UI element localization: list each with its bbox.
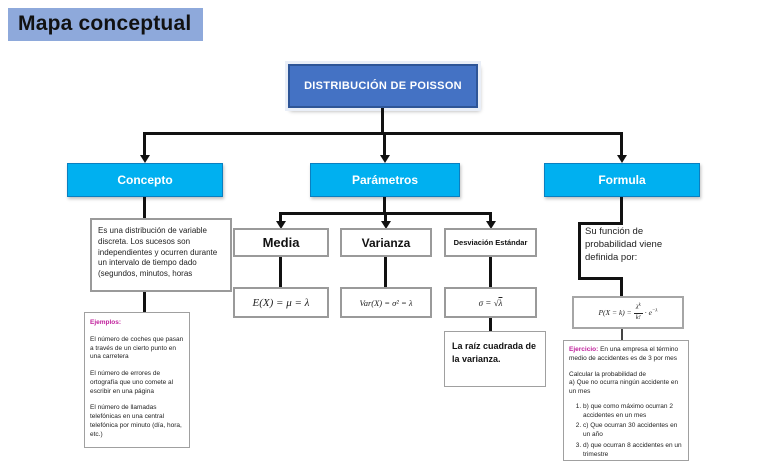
- connector-formula-stem: [620, 197, 623, 224]
- arrowhead-parametros: [380, 155, 390, 163]
- ejercicio-box: Ejercicio: En una empresa el término med…: [563, 340, 689, 461]
- formula-media-box: E(X) = μ = λ: [233, 287, 329, 318]
- node-media-label: Media: [262, 235, 300, 250]
- pmf-numerator: λk: [633, 303, 643, 315]
- node-media: Media: [233, 228, 329, 257]
- formula-media-text: E(X) = μ = λ: [252, 296, 310, 309]
- arrowhead-formula: [617, 155, 627, 163]
- node-formula: Formula: [544, 163, 700, 197]
- connector-bracket-top: [578, 222, 623, 225]
- connector-bracket-bottom: [578, 277, 623, 280]
- raiz-note-text: La raíz cuadrada de la varianza.: [452, 341, 537, 364]
- connector-parametros-stem: [383, 197, 386, 214]
- raiz-note-box: La raíz cuadrada de la varianza.: [444, 331, 546, 387]
- connector-to-concepto: [143, 132, 146, 156]
- formula-varianza-box: Var(X) = σ² = λ: [340, 287, 432, 318]
- ejercicio-intro: Ejercicio: En una empresa el término med…: [569, 346, 683, 364]
- formula-intro-text: Su función de probabilidad viene definid…: [585, 226, 663, 263]
- connector-intro-pmf: [620, 277, 623, 296]
- formula-desviacion-arg: λ: [498, 297, 503, 308]
- node-formula-label: Formula: [598, 173, 646, 187]
- ejemplo-item-3: El número de llamadas telefónicas en una…: [90, 404, 182, 438]
- pmf-fraction: λk k!: [633, 303, 643, 322]
- ejercicio-item-2: c) Que ocurran 30 accidentes en un año: [583, 422, 683, 440]
- ejercicio-item-3: d) que ocurran 8 accidentes en un trimes…: [583, 442, 683, 460]
- concepto-description-text: Es una distribución de variable discreta…: [98, 226, 218, 279]
- connector-concepto-description: [143, 197, 146, 218]
- connector-bracket-left: [578, 222, 581, 280]
- node-parametros: Parámetros: [310, 163, 460, 197]
- connector-pmf-ejercicio: [621, 329, 623, 340]
- connector-root-stem: [381, 108, 384, 134]
- formula-desviacion-box: σ = √λ: [444, 287, 537, 318]
- node-varianza-label: Varianza: [361, 235, 411, 250]
- root-node-distribucion-poisson: DISTRIBUCIÓN DE POISSON: [288, 64, 478, 108]
- connector-to-media: [279, 212, 282, 223]
- pmf-lhs: P(X = k) =: [598, 308, 632, 317]
- ejercicio-title: Ejercicio:: [569, 346, 599, 353]
- connector-to-formula: [620, 132, 623, 156]
- page-title: Mapa conceptual: [8, 8, 204, 41]
- connector-desviacion-formula: [489, 257, 492, 287]
- node-varianza: Varianza: [340, 228, 432, 257]
- connector-to-varianza: [384, 212, 387, 223]
- ejercicio-intro-text: En una empresa el término medio de accid…: [569, 346, 679, 362]
- arrowhead-concepto: [140, 155, 150, 163]
- node-concepto: Concepto: [67, 163, 223, 197]
- arrowhead-varianza: [381, 221, 391, 229]
- connector-to-desviacion: [489, 212, 492, 223]
- arrowhead-desviacion: [486, 221, 496, 229]
- connector-to-parametros: [383, 132, 386, 156]
- ejemplos-title: Ejemplos:: [90, 319, 122, 326]
- connector-description-ejemplos: [143, 292, 146, 312]
- connector-varianza-formula: [384, 257, 387, 287]
- root-node-label: DISTRIBUCIÓN DE POISSON: [304, 80, 462, 92]
- ejemplo-item-1: El número de coches que pasan a través d…: [90, 335, 184, 361]
- pmf-denominator: k!: [635, 314, 641, 322]
- node-parametros-label: Parámetros: [351, 173, 419, 187]
- pmf-exponential: e−λ: [648, 308, 658, 317]
- connector-media-formula: [279, 257, 282, 287]
- node-desviacion-estandar: Desviación Estándar: [444, 228, 537, 257]
- ejemplo-item-2: El número de errores de ortografía que u…: [90, 370, 174, 395]
- ejercicio-item-1: b) que como máximo ocurran 2 accidentes …: [583, 403, 683, 421]
- ejemplos-box: Ejemplos: El número de coches que pasan …: [84, 312, 190, 448]
- node-concepto-label: Concepto: [117, 173, 173, 187]
- formula-varianza-text: Var(X) = σ² = λ: [359, 297, 413, 308]
- arrowhead-media: [276, 221, 286, 229]
- pmf-dot: ·: [644, 308, 647, 317]
- node-desviacion-label: Desviación Estándar: [453, 238, 528, 247]
- ejercicio-list: b) que como máximo ocurran 2 accidentes …: [583, 403, 683, 460]
- ejercicio-line2: a) Que no ocurra ningún accidente en un …: [569, 379, 679, 396]
- pmf-formula-box: P(X = k) = λk k! · e−λ: [572, 296, 684, 329]
- ejercicio-line1: Calcular la probabilidad de: [569, 370, 646, 378]
- connector-desviacion-note: [489, 318, 492, 331]
- formula-desviacion-prefix: σ = √: [478, 297, 499, 308]
- concepto-description-box: Es una distribución de variable discreta…: [90, 218, 232, 292]
